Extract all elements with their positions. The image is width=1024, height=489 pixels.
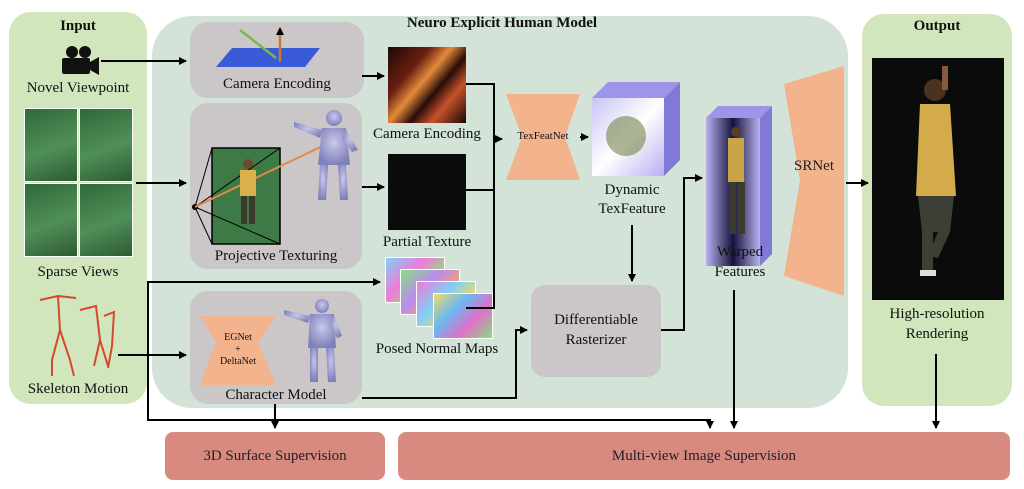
sparse-view-image — [24, 108, 78, 182]
posed-normal-map — [433, 293, 493, 339]
texfeatnet-shape — [506, 94, 580, 180]
egnet-shape — [200, 316, 276, 385]
skeleton-motion-label: Skeleton Motion — [27, 381, 129, 397]
character-model-label: Character Model — [225, 387, 327, 403]
camera-encoding-map — [388, 47, 466, 123]
sparse-view-image — [79, 183, 133, 257]
texfeatnet-label: TexFeatNet — [517, 130, 569, 142]
warped-features-line1: Warped — [716, 244, 764, 260]
surface-supervision-bar: 3D Surface Supervision — [165, 432, 385, 480]
dynamic-texfeature-line1: Dynamic — [604, 182, 660, 198]
srnet-shape — [784, 66, 844, 296]
differentiable-rasterizer-box — [531, 285, 661, 377]
novel-viewpoint-label: Novel Viewpoint — [26, 80, 130, 96]
sparse-view-image — [24, 183, 78, 257]
projective-texturing-label: Projective Texturing — [214, 248, 338, 264]
multiview-supervision-label: Multi-view Image Supervision — [611, 447, 797, 464]
partial-texture-label: Partial Texture — [382, 234, 472, 250]
rendered-person — [916, 66, 956, 276]
surface-supervision-label: 3D Surface Supervision — [203, 447, 347, 464]
flow-arrows — [101, 57, 940, 429]
posed-normal-maps-label: Posed Normal Maps — [375, 341, 499, 357]
camera-plane-icon — [216, 27, 320, 67]
camera-encoding-box-label: Camera Encoding — [223, 76, 331, 92]
sparse-view-image — [79, 108, 133, 182]
dynamic-texfeature-line2: TexFeature — [598, 201, 666, 217]
partial-texture-map — [388, 154, 466, 230]
rendering-label-line1: High-resolution — [889, 306, 985, 322]
texfeature-cube — [592, 82, 680, 176]
projective-frustum — [192, 139, 336, 245]
differentiable-line1: Differentiable — [554, 312, 638, 328]
egnet-label-line3: DeltaNet — [219, 356, 257, 367]
skeleton-figure — [39, 294, 116, 377]
input-header: Input — [60, 18, 96, 34]
movie-camera-icon — [62, 46, 99, 75]
warped-features-cube — [706, 106, 772, 266]
sparse-views-label: Sparse Views — [37, 264, 119, 280]
differentiable-line2: Rasterizer — [565, 332, 627, 348]
warped-features-line2: Features — [714, 264, 766, 280]
mesh-figure-top — [294, 110, 358, 200]
rendering-label-line2: Rendering — [905, 326, 969, 342]
egnet-label-line2: + — [235, 344, 241, 355]
multiview-supervision-bar: Multi-view Image Supervision — [398, 432, 1010, 480]
mesh-figure-bottom — [284, 299, 342, 382]
camera-encoding-map-label: Camera Encoding — [373, 126, 481, 142]
egnet-label-line1: EGNet — [224, 332, 252, 343]
srnet-label: SRNet — [793, 158, 834, 174]
output-header: Output — [913, 18, 961, 34]
diagram-title: Neuro Explicit Human Model — [406, 15, 598, 31]
